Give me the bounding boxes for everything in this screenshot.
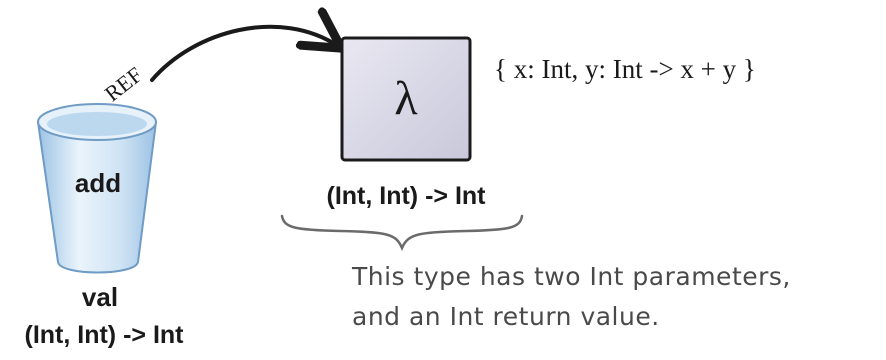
variable-cup: add [38, 104, 156, 273]
lambda-object: λ [342, 38, 470, 160]
cup-inner [47, 112, 147, 136]
annotation-line-2: and an Int return value. [352, 302, 660, 331]
val-keyword: val [82, 282, 118, 312]
reference-arrow [152, 27, 338, 80]
cup-name-label: add [75, 168, 121, 198]
ref-label: REF [100, 62, 147, 107]
lambda-symbol: λ [394, 72, 418, 125]
lambda-code: { x: Int, y: Int -> x + y } [494, 54, 756, 84]
lambda-type-label: (Int, Int) -> Int [327, 182, 487, 210]
variable-type-label: (Int, Int) -> Int [25, 321, 185, 349]
type-brace [282, 216, 522, 248]
annotation-line-1: This type has two Int parameters, [351, 262, 791, 291]
